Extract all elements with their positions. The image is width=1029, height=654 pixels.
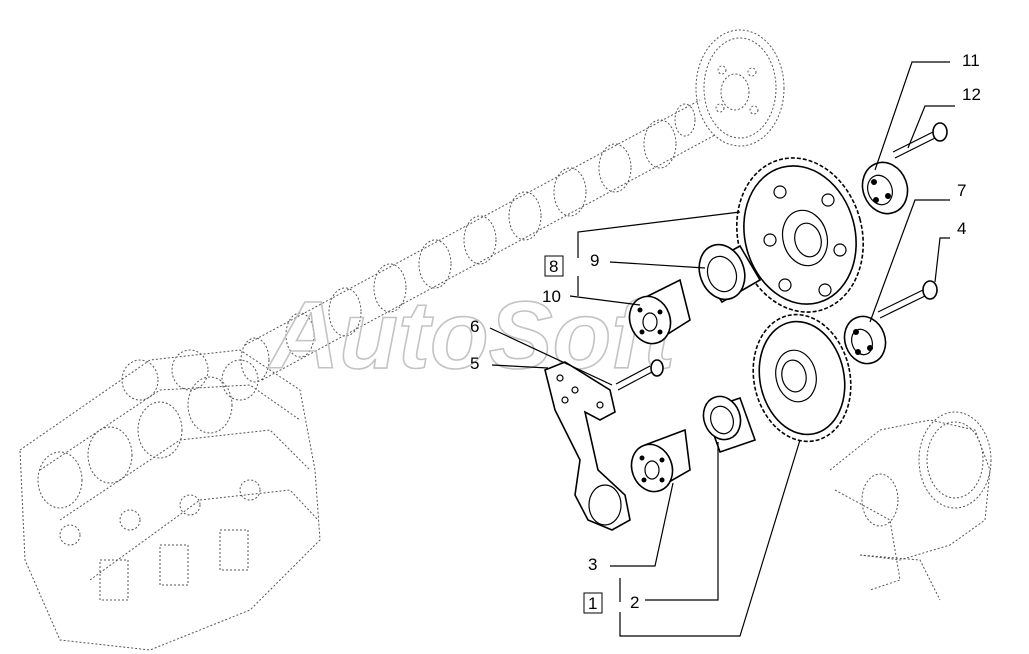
part-6-bolt [615,359,664,391]
part-8-idler-gear [736,157,864,313]
part-4-bolt [877,280,938,319]
callout-labels: 11 12 7 4 8 9 10 6 5 3 1 2 [470,51,981,614]
part-5-bracket [544,361,631,531]
part-3-hub [630,428,691,493]
callout-10: 10 [542,287,561,306]
callout-8-box [544,255,564,277]
callout-7: 7 [957,181,966,200]
part-12-bolt [892,122,948,159]
part-1-gear [752,313,852,443]
callout-8: 8 [549,257,558,276]
callout-3: 3 [588,555,597,574]
callout-9: 9 [590,251,599,270]
callout-4: 4 [957,219,966,238]
callout-1: 1 [588,594,597,613]
callout-2: 2 [630,593,639,612]
camshaft-outline [240,99,716,383]
leader-lines [489,61,955,637]
callout-11: 11 [962,51,980,70]
callout-6: 6 [470,317,479,336]
part-11-washer [861,161,909,215]
engine-block-outline [19,349,321,651]
callout-1-box [583,592,603,614]
callout-5: 5 [470,354,479,373]
part-7-washer [843,315,887,365]
part-9-bushing [698,243,762,304]
watermark-text: AutoSoft [268,282,679,389]
camshaft-gear-outline [695,29,785,147]
part-2-bushing [702,395,757,454]
callout-12: 12 [962,85,981,104]
crankshaft-outline [829,411,992,601]
part-10-hub [628,278,691,345]
